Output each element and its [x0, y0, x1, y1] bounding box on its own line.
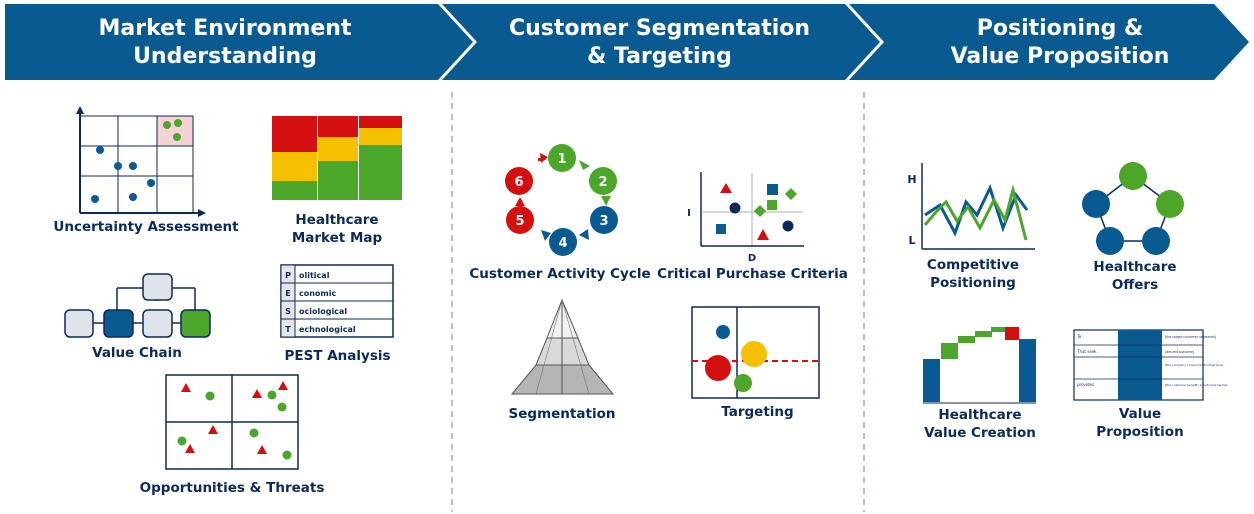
- targeting-icon: [691, 306, 820, 399]
- value-proposition-label: Value Proposition: [1075, 405, 1205, 441]
- uncertainty-assessment-label: Uncertainty Assessment: [53, 219, 239, 235]
- pest-text-e: conomic: [299, 289, 337, 298]
- cycle-step-3: 3: [599, 214, 608, 229]
- cycle-step-5: 5: [515, 214, 524, 229]
- pest-text-t: echnological: [299, 325, 356, 334]
- healthcare-value-creation-label: Healthcare Value Creation: [905, 406, 1055, 442]
- vp-row-1-right: [the target customer segments]: [1165, 335, 1216, 339]
- segmentation-label: Segmentation: [508, 406, 616, 422]
- pest-table-icon: P E S T olitical conomic ociological ech…: [280, 264, 394, 338]
- vp-row-4-left: provides: [1077, 382, 1094, 387]
- header-1-title: Market Environment Understanding: [20, 15, 430, 71]
- pest-letter-t: T: [285, 325, 291, 334]
- header-3-line1: Positioning &: [976, 16, 1144, 41]
- cycle-step-1: 1: [557, 152, 566, 167]
- competitive-positioning-icon: H L: [907, 163, 1035, 250]
- header-2-title: Customer Segmentation & Targeting: [462, 15, 857, 71]
- value-creation-line1: Healthcare: [938, 407, 1022, 423]
- header-chevron-1: [5, 4, 473, 80]
- cycle-step-6: 6: [514, 175, 523, 190]
- header-3-line2: Value Proposition: [950, 44, 1170, 69]
- header-2-line2: & Targeting: [587, 44, 732, 69]
- pest-text-s: ociological: [299, 307, 347, 316]
- value-chain-label: Value Chain: [92, 345, 182, 361]
- header-1-line2: Understanding: [133, 44, 317, 69]
- pest-letter-e: E: [285, 289, 290, 298]
- pest-analysis-label: PEST Analysis: [284, 348, 391, 364]
- pest-letter-p: P: [285, 271, 291, 280]
- value-creation-line2: Value Creation: [924, 425, 1036, 441]
- healthcare-value-creation-icon: [923, 327, 1036, 404]
- competitive-line2: Positioning: [930, 275, 1016, 291]
- criteria-axis-x-label: D: [748, 253, 756, 264]
- value-proposition-table-icon: To [the target customer segments] That s…: [1073, 329, 1227, 401]
- vp-row-2-left: That seek: [1076, 349, 1097, 354]
- header-chevron-2: [442, 4, 880, 80]
- opportunities-threats-label: Opportunities & Threats: [139, 480, 325, 496]
- header-3-title: Positioning & Value Proposition: [890, 15, 1230, 71]
- offers-line2: Offers: [1111, 277, 1159, 293]
- healthcare-offers-icon: [1082, 162, 1184, 255]
- header-2-line1: Customer Segmentation: [508, 16, 811, 41]
- value-prop-line1: Value: [1118, 406, 1162, 422]
- critical-purchase-criteria-label: Critical Purchase Criteria: [657, 266, 848, 282]
- targeting-label: Targeting: [721, 404, 794, 420]
- competitive-positioning-label: Competitive Positioning: [908, 256, 1038, 292]
- cycle-step-2: 2: [598, 175, 607, 190]
- vp-row-1-left: To: [1076, 334, 1082, 339]
- header-chevron-3: [849, 4, 1249, 80]
- cycle-step-4: 4: [558, 236, 567, 251]
- vp-row-4-right: [the customer benefit, in outcome terms]: [1165, 383, 1227, 387]
- pest-letter-s: S: [285, 307, 291, 316]
- market-map-line2: Market Map: [291, 230, 383, 246]
- offers-line1: Healthcare: [1093, 259, 1177, 275]
- healthcare-market-map-icon: [272, 116, 402, 200]
- customer-activity-cycle-label: Customer Activity Cycle: [469, 266, 651, 282]
- value-chain-icon: [64, 273, 211, 338]
- critical-purchase-criteria-icon: I D: [687, 172, 804, 264]
- market-map-line1: Healthcare: [295, 212, 379, 228]
- competitive-line1: Competitive: [926, 257, 1020, 273]
- segmentation-pyramid-icon: [510, 298, 615, 395]
- uncertainty-assessment-icon: [76, 106, 206, 217]
- vp-row-3-right: [the company | brand product/service]: [1165, 363, 1223, 367]
- criteria-axis-y-label: I: [687, 208, 691, 219]
- vp-row-2-right: [desired outcome]: [1165, 350, 1194, 354]
- axis-high-label: H: [907, 173, 916, 186]
- value-prop-line2: Proposition: [1096, 424, 1184, 440]
- header-1-line1: Market Environment: [98, 16, 352, 41]
- axis-low-label: L: [908, 234, 915, 247]
- customer-activity-cycle-icon: 1 2 3 4 5 6: [505, 144, 618, 256]
- pest-text-p: olitical: [299, 271, 330, 280]
- healthcare-market-map-label: Healthcare Market Map: [262, 211, 412, 247]
- healthcare-offers-label: Healthcare Offers: [1075, 258, 1195, 294]
- opportunities-threats-icon: [165, 374, 299, 470]
